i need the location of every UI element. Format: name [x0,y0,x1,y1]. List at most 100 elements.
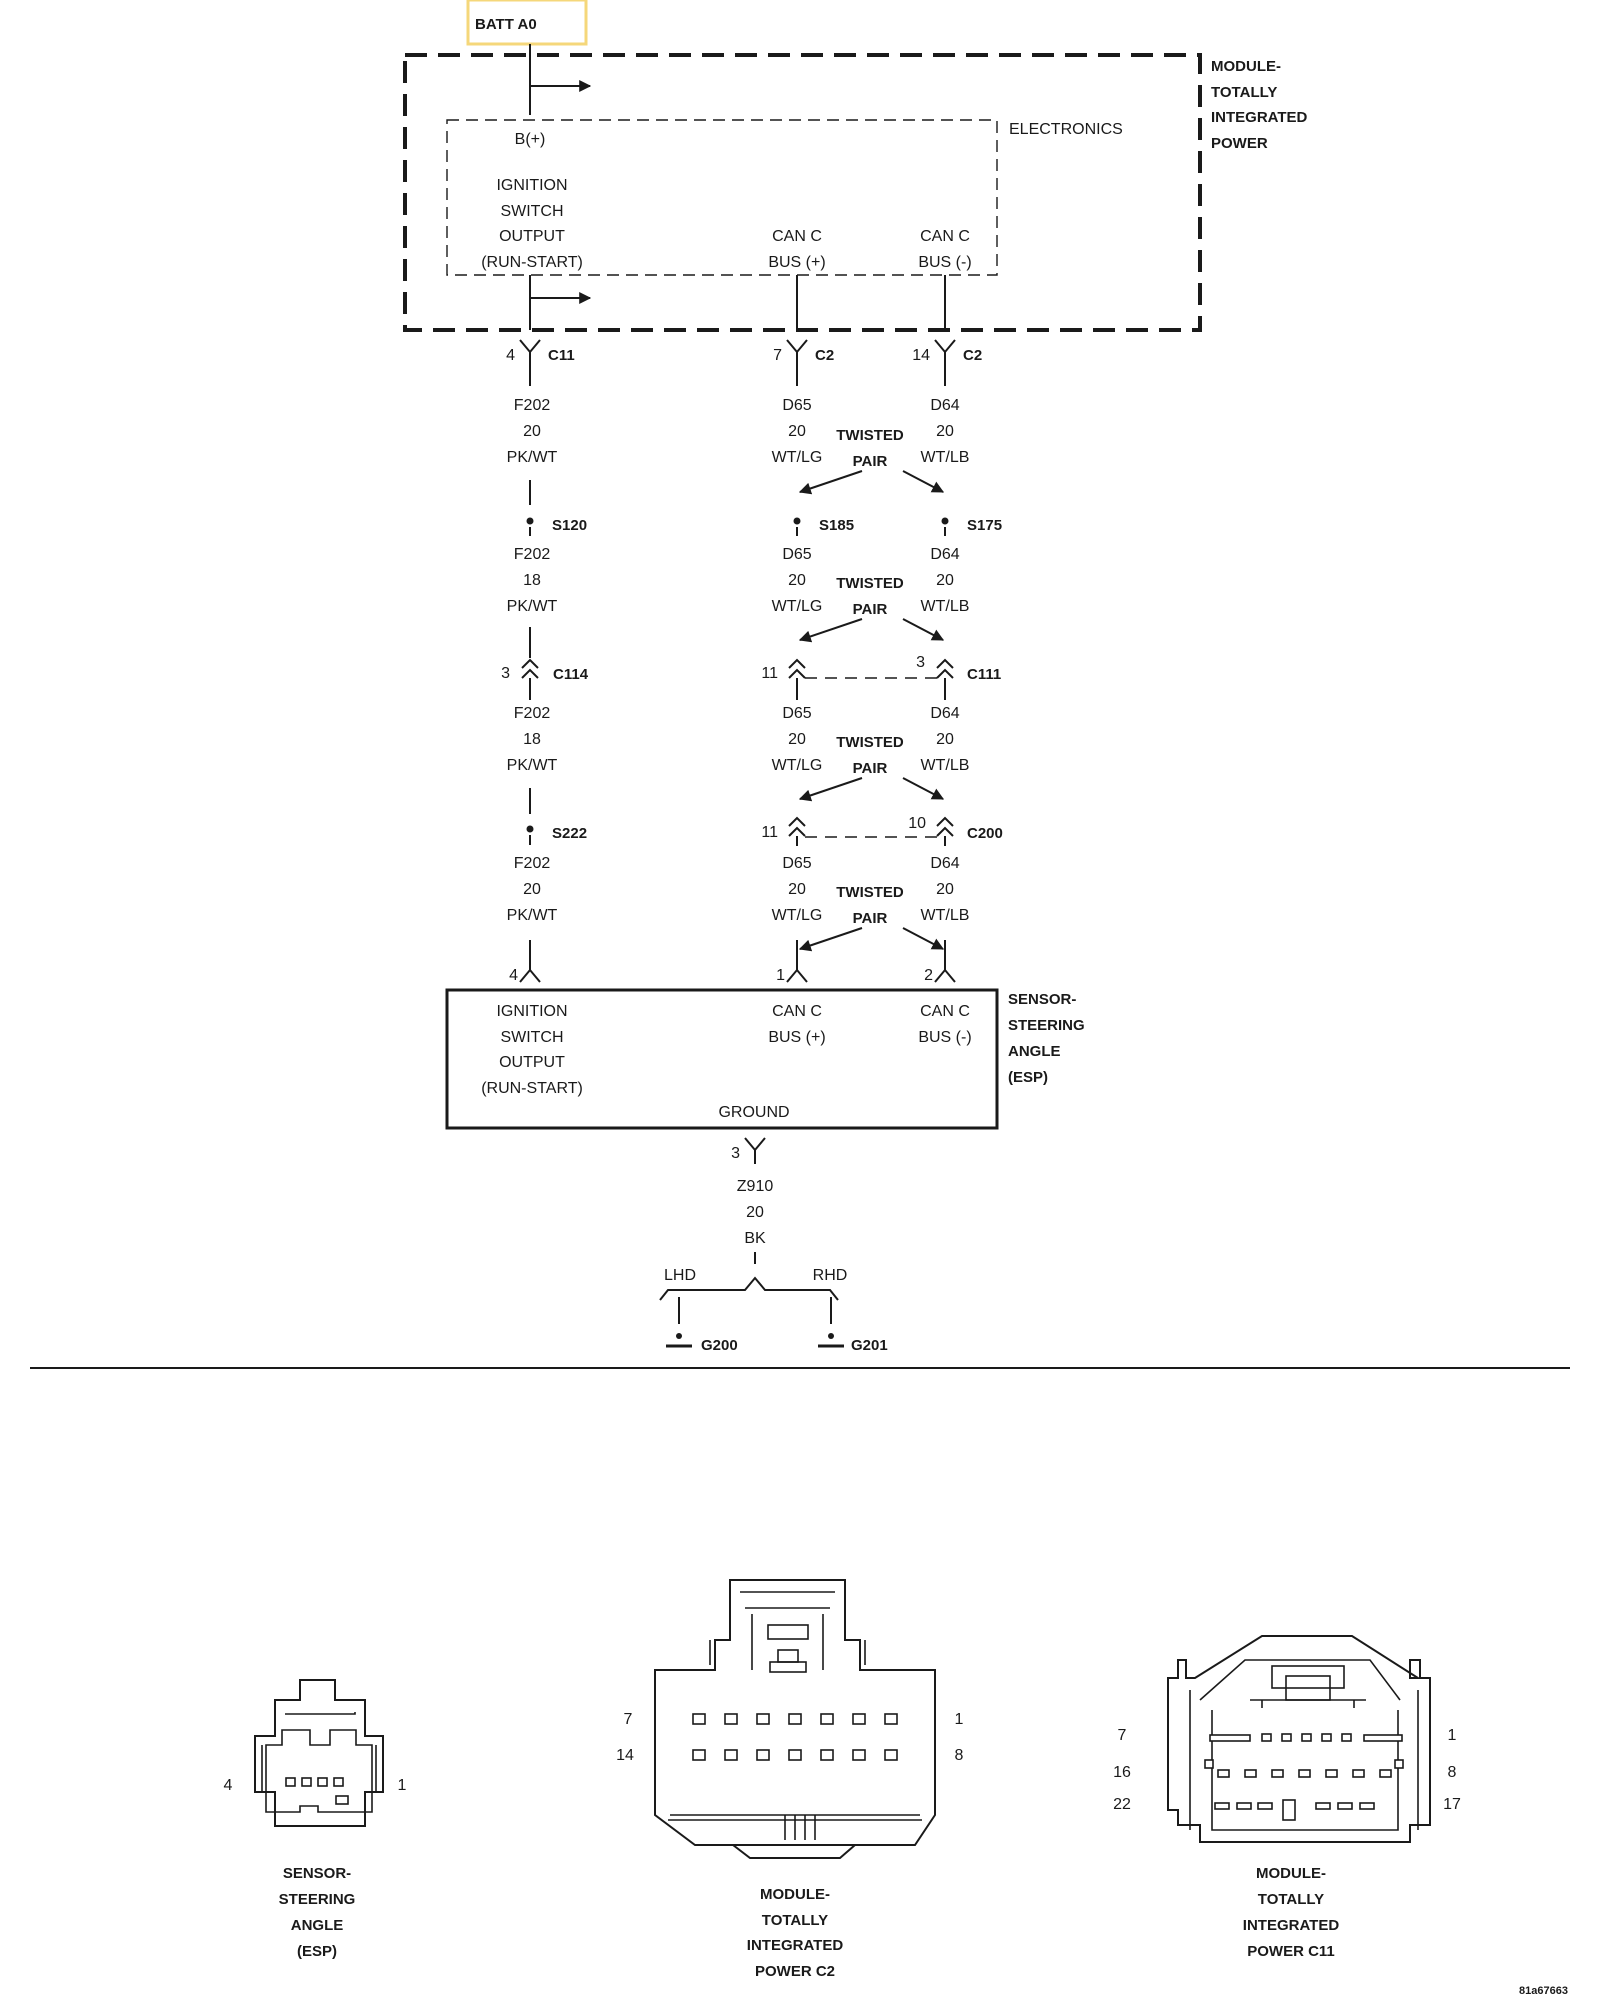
twisted-arrow-left [798,777,863,802]
splice-s222[interactable]: S222 [526,825,588,845]
sensor-title-1: SENSOR- [1008,991,1076,1008]
splice-dot [941,517,949,525]
c2-caption-3: INTEGRATED [747,1937,844,1954]
c11-pin-label-r2r: 8 [1448,1764,1457,1781]
batt-a0-source[interactable]: BATT A0 [466,0,588,46]
c11-caption-3: INTEGRATED [1243,1917,1340,1934]
c11-pin [1315,1802,1331,1810]
splice-label: S120 [552,517,587,534]
c11-pin-label-r3l: 22 [1113,1796,1131,1813]
c2-pin [884,1749,898,1761]
connector-c11-pin4[interactable]: 4 C11 [506,339,575,386]
connector-c200[interactable]: 11 10 C200 [761,815,1003,846]
splice-dot [526,517,534,525]
twisted-arrow-right [902,927,945,950]
connector-view-esp[interactable]: 4 1 SENSOR- STEERING ANGLE (ESP) [224,1679,407,1960]
wire-gauge: 20 [788,423,806,440]
c11-pin [1352,1769,1365,1778]
twisted-arrow-right [902,618,945,641]
c11-caption-4: POWER C11 [1247,1943,1335,1960]
wire-gauge: 20 [788,572,806,589]
connector-c114[interactable]: 3 C114 [501,658,589,700]
c2-caption-2: TOTALLY [762,1912,828,1929]
esp-pin [301,1777,312,1787]
ground-g200[interactable]: G200 [666,1333,738,1354]
module-tip[interactable]: MODULE- TOTALLY INTEGRATED POWER ELECTRO… [403,53,1308,332]
sensor-steering-angle[interactable]: IGNITION SWITCH OUTPUT (RUN-START) CAN C… [445,988,1085,1130]
sensor-canm-line-2: BUS (-) [918,1029,971,1046]
connector-pin-left: 11 [761,665,778,682]
c11-pin [1341,1733,1352,1742]
c2-pin [788,1749,802,1761]
connector-name: C111 [967,666,1001,683]
module-tip-outline [403,53,1202,332]
sensor-pin-4[interactable]: 4 [509,940,541,984]
batt-a0-highlight [466,0,588,46]
twisted-pair-4: TWISTED PAIR [798,884,945,952]
wire-circuit: D65 [782,705,811,722]
connector-name: C200 [967,825,1003,842]
ground-circuit[interactable]: 3 Z910 20 BK LHD RHD [659,1137,847,1324]
wire-gauge: 20 [936,731,954,748]
c11-pin [1214,1802,1230,1810]
connector-name: C2 [963,347,982,364]
c2-housing-detail [709,1591,866,1670]
c11-latch [1271,1665,1345,1689]
connector-symbol [786,339,808,386]
sensor-outline [445,988,999,1130]
sensor-pin-1[interactable]: 1 [776,940,808,984]
wire-circuit: F202 [514,855,551,872]
c2-pin-label-bl: 14 [616,1747,634,1764]
esp-caption-1: SENSOR- [283,1865,351,1882]
wire-gauge: 20 [523,881,541,898]
sensor-pin-2[interactable]: 2 [924,940,956,984]
esp-pin-label-right: 1 [398,1777,407,1794]
c2-pin [884,1713,898,1725]
c2-housing [654,1579,936,1846]
connector-pin: 2 [924,967,933,984]
connector-pin-right: 10 [908,815,926,832]
sensor-canp-line-2: BUS (+) [768,1029,825,1046]
splice-label: S175 [967,517,1002,534]
tip-canp-line-2: BUS (+) [768,254,825,271]
c11-pin [1236,1802,1252,1810]
inline-connector-symbol-right [936,658,954,700]
c11-pin [1301,1733,1312,1742]
esp-housing [254,1679,384,1827]
esp-pin [333,1777,344,1787]
wire-gauge: 20 [788,731,806,748]
twisted-label: TWISTED [836,884,904,901]
splice-s185[interactable]: S185 [793,517,855,536]
ground-g201[interactable]: G201 [818,1333,888,1354]
wire-circuit: D65 [782,546,811,563]
connector-view-c2[interactable]: 7 1 14 8 MODULE- TOTALLY INTEGRATED POWE… [616,1579,964,1980]
connector-c2-pin7[interactable]: 7 C2 [773,339,834,386]
connector-c2-pin14[interactable]: 14 C2 [912,339,982,386]
tip-ign-line-4: (RUN-START) [481,254,583,271]
connector-view-c11[interactable]: 7 1 16 8 22 17 MODULE- TOTALLY INTEGRATE… [1113,1635,1461,1960]
sensor-ign-line-2: SWITCH [500,1029,563,1046]
twisted-arrow-right [902,777,945,800]
connector-c111[interactable]: 11 3 C111 [761,654,1001,700]
splice-s120[interactable]: S120 [526,517,588,536]
splice-s175[interactable]: S175 [941,517,1003,536]
pair-label: PAIR [853,910,888,927]
c11-housing-detail [1189,1659,1419,1831]
wire-circuit: F202 [514,546,551,563]
ground-pin: 3 [731,1145,740,1162]
ground-split-bridge [659,1276,839,1301]
